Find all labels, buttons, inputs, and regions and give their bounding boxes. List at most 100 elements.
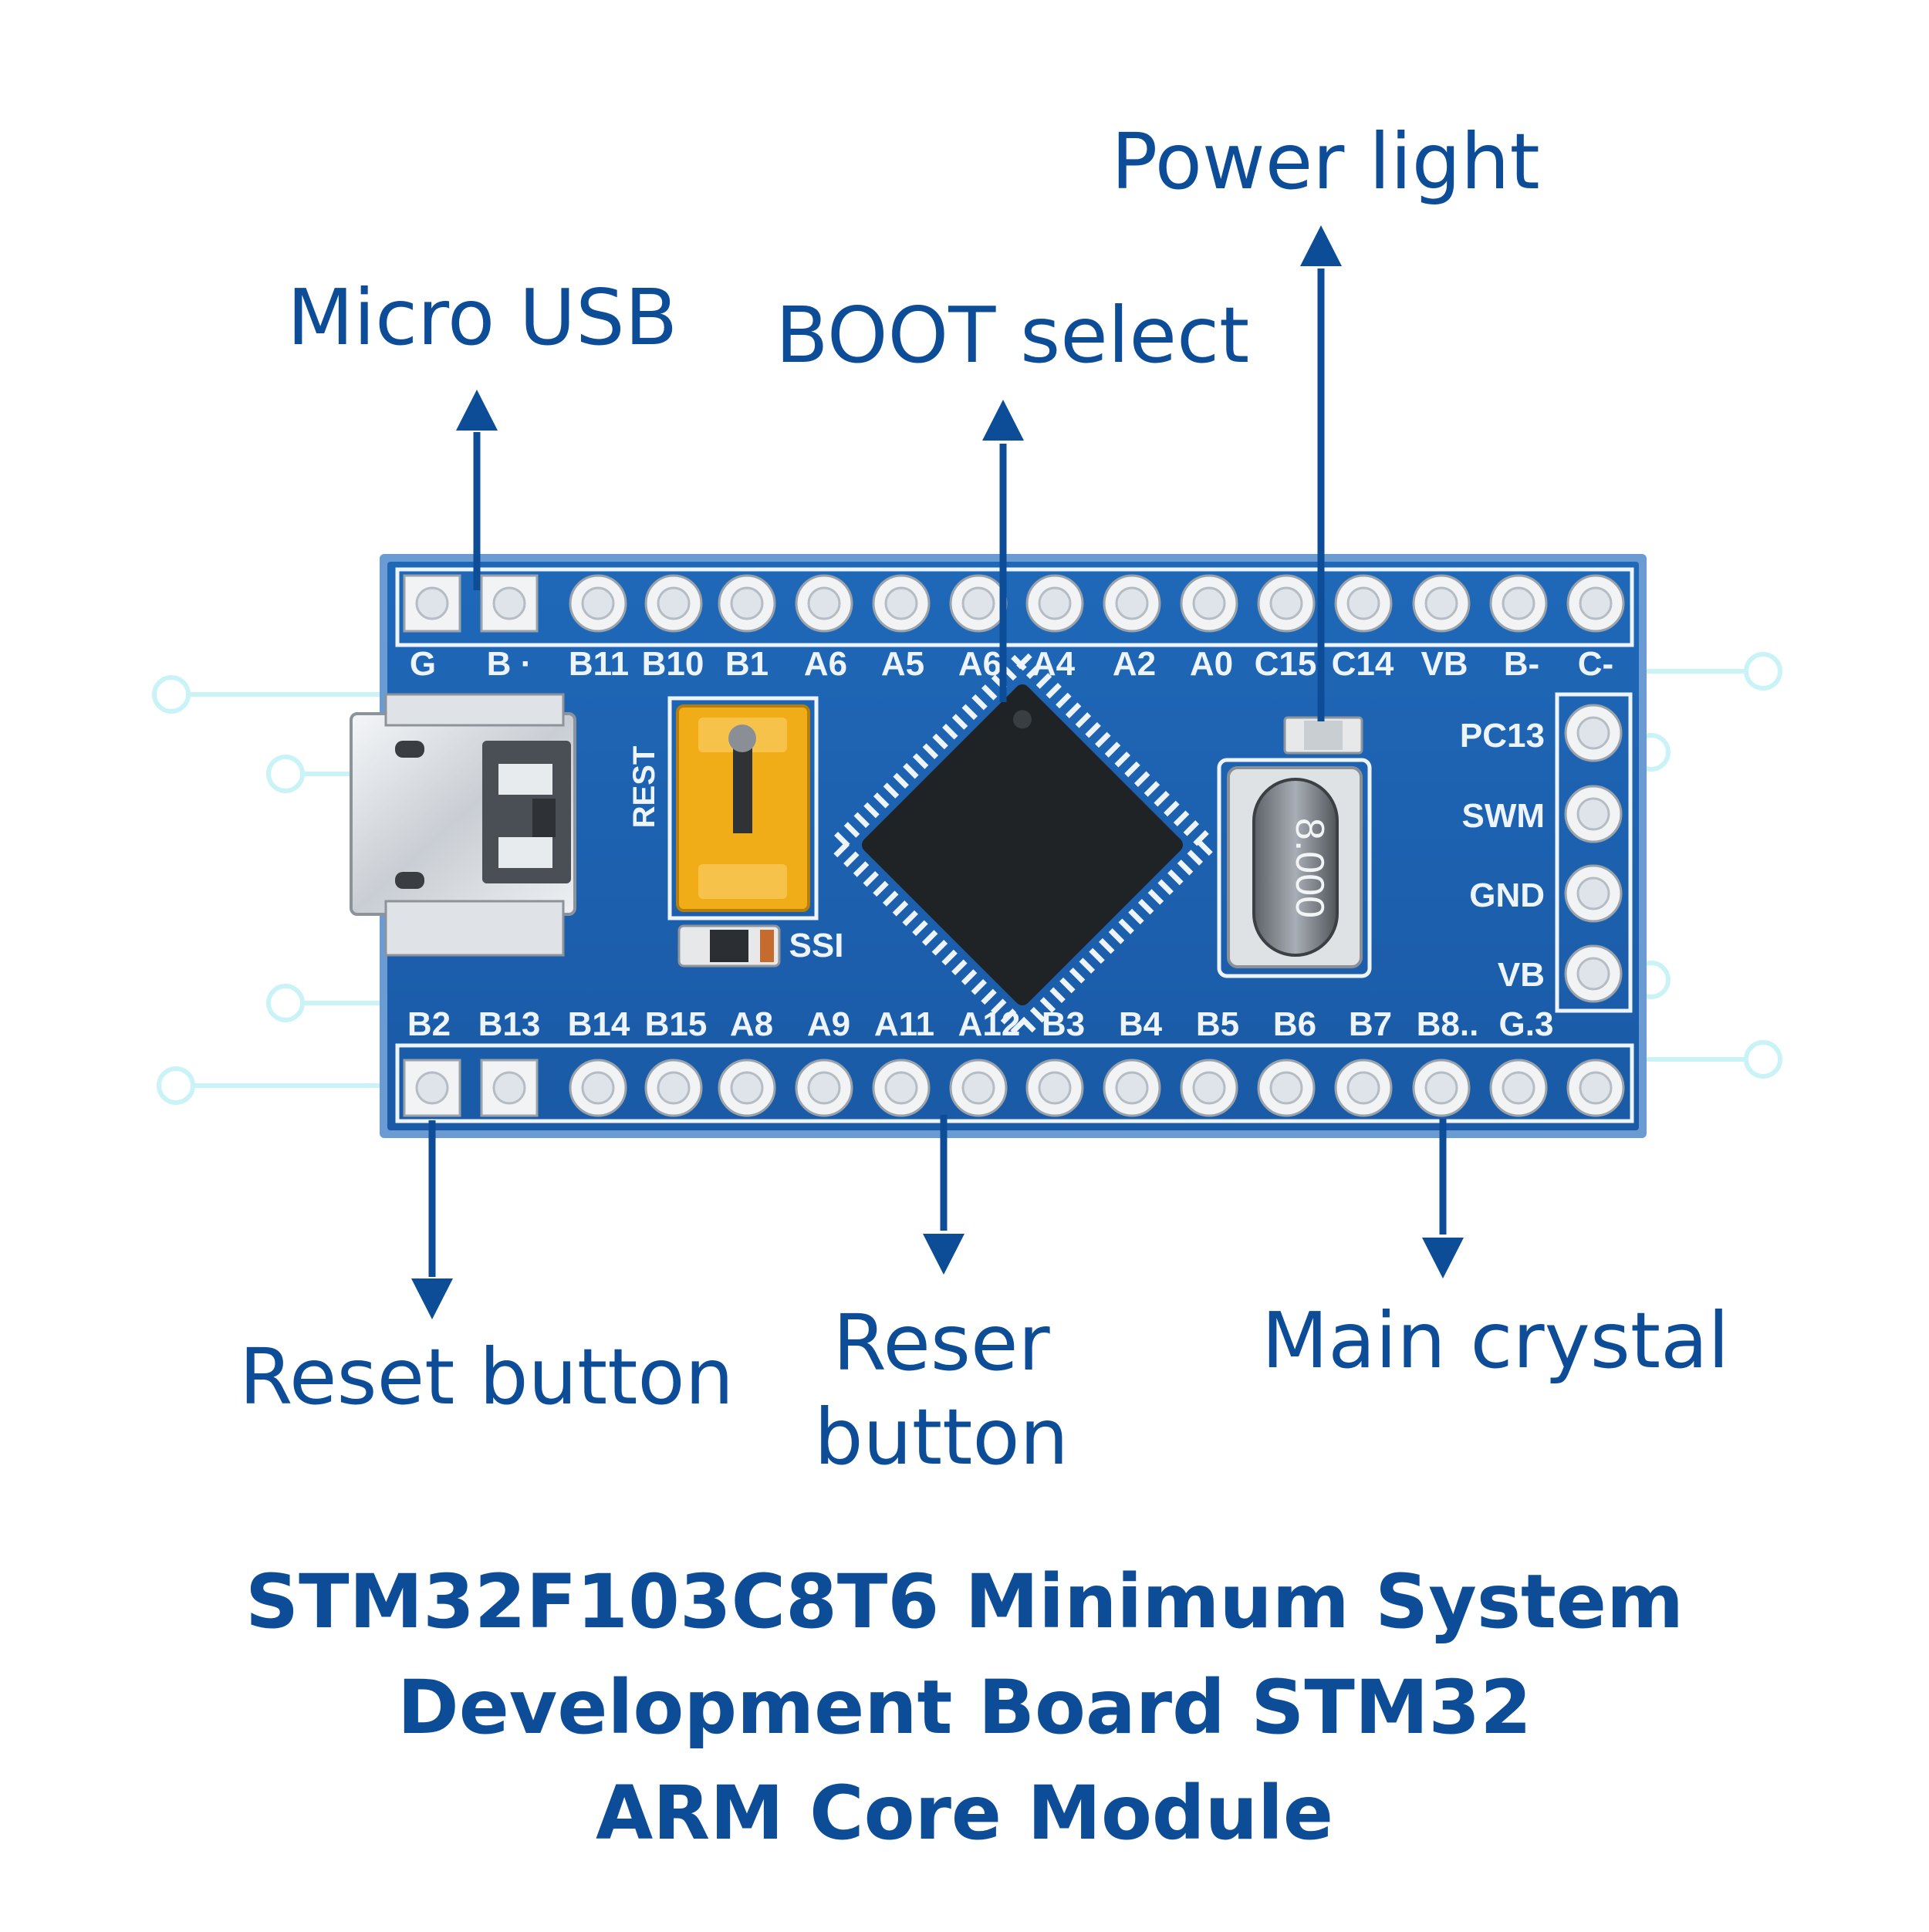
arrow-head <box>982 400 1024 441</box>
pin-label: B7 <box>1349 1005 1392 1043</box>
pin-hole <box>1192 1071 1226 1105</box>
ssi-label: SSI <box>789 927 844 964</box>
title-line-2: Development Board STM32 <box>397 1664 1532 1751</box>
crystal-marking: 8.000 <box>1287 818 1332 918</box>
pin-hole <box>1502 1071 1535 1105</box>
pin-hole <box>492 586 526 620</box>
pin-hole <box>1115 586 1149 620</box>
side-pin-labels: PC13 SWM GND VB <box>1460 717 1545 994</box>
pin-label: B2 <box>407 1005 451 1043</box>
mcu-chip <box>825 647 1220 1042</box>
pin-hole <box>1269 1071 1303 1105</box>
pin-label: A0 <box>1190 645 1233 683</box>
arrow-head <box>456 390 498 431</box>
pin-hole <box>884 1071 918 1105</box>
pin-hole <box>581 1071 615 1105</box>
main-crystal <box>1217 758 1372 978</box>
pin-hole <box>1576 876 1610 910</box>
pin-hole <box>492 1071 526 1105</box>
pin-hole <box>730 586 764 620</box>
pin-label: B11 <box>569 645 629 683</box>
arrow-head <box>1422 1238 1464 1278</box>
callout-reser-line2: button <box>814 1392 1069 1482</box>
pin-label: A2 <box>1113 645 1156 683</box>
callout-reser-line1: Reser <box>833 1298 1050 1388</box>
reset-button-switch <box>667 696 819 920</box>
pin-label: VB <box>1498 956 1545 994</box>
callout-main-crystal: Main crystal <box>1262 1295 1730 1386</box>
pin-hole <box>657 1071 691 1105</box>
pin-hole <box>1192 586 1226 620</box>
pin-label: B3 <box>1042 1005 1085 1043</box>
pin-label: PC13 <box>1460 717 1545 755</box>
pin-label: A5 <box>881 645 924 683</box>
callout-reser-button: Reser button <box>779 1296 1103 1484</box>
arrow-head <box>411 1278 453 1319</box>
pin-label: A6 <box>804 645 847 683</box>
pin-hole <box>415 1071 449 1105</box>
pin-label: B6 <box>1273 1005 1316 1043</box>
pin-hole <box>1576 797 1610 831</box>
pin-label: C- <box>1578 645 1613 683</box>
callout-power-light: Power light <box>1111 117 1540 207</box>
pin-hole <box>1424 586 1458 620</box>
rest-label: REST <box>627 746 661 829</box>
pin-label: GND <box>1469 876 1545 914</box>
pin-hole <box>1115 1071 1149 1105</box>
side-pin-pads <box>1564 704 1623 1003</box>
arrow-head <box>1300 225 1342 266</box>
micro-usb-connector <box>350 693 576 957</box>
side-header-frame <box>1555 692 1633 1013</box>
pin-label: G <box>410 645 436 683</box>
pin-hole <box>730 1071 764 1105</box>
pin-label: B1 <box>725 645 769 683</box>
pin-hole <box>1502 586 1535 620</box>
title-line-3: ARM Core Module <box>595 1770 1333 1856</box>
pin-label: B13 <box>478 1005 541 1043</box>
pin-pad <box>403 1059 461 1117</box>
top-pin-labels: G B · B11 B10 B1 A6 A5 A6 A4 A2 A0 C15 C… <box>410 645 1613 683</box>
bottom-pin-labels: B2 B13 B14 B15 A8 A9 A11 A12 B3 B4 B5 B6… <box>407 1005 1554 1043</box>
pin-label: A8 <box>730 1005 773 1043</box>
callout-boot-select: BOOT select <box>775 290 1250 380</box>
callout-reset-button: Reset button <box>239 1332 734 1422</box>
pin-hole <box>1424 1071 1458 1105</box>
callout-arrows <box>411 225 1464 1319</box>
callout-micro-usb: Micro USB <box>287 272 678 363</box>
pin-label: B10 <box>642 645 704 683</box>
pin-hole <box>961 586 995 620</box>
pin-hole <box>1576 957 1610 991</box>
pin-hole <box>415 586 449 620</box>
pin-hole <box>1038 1071 1072 1105</box>
pin-label: B- <box>1504 645 1539 683</box>
pin-hole <box>1269 586 1303 620</box>
power-led <box>1283 716 1363 755</box>
pin-hole <box>1346 586 1380 620</box>
pin-hole <box>1579 586 1613 620</box>
bottom-header-frame <box>395 1043 1634 1123</box>
pin-hole <box>961 1071 995 1105</box>
pin-hole <box>1038 586 1072 620</box>
top-pin-pads <box>403 574 1625 633</box>
pin-hole <box>1346 1071 1380 1105</box>
bottom-pin-pads <box>403 1059 1625 1117</box>
pin-label: B4 <box>1119 1005 1163 1043</box>
pin-hole <box>1579 1071 1613 1105</box>
pin-label: SWM <box>1461 797 1545 835</box>
pin-hole <box>884 586 918 620</box>
pin-label: B15 <box>645 1005 708 1043</box>
pin-label: B14 <box>568 1005 630 1043</box>
pin-hole <box>657 586 691 620</box>
pin-label: A9 <box>807 1005 850 1043</box>
pin-label: VB <box>1421 645 1468 683</box>
pin-hole <box>807 586 841 620</box>
pin-hole <box>1576 716 1610 750</box>
arrow-head <box>923 1234 964 1275</box>
pin-hole <box>807 1071 841 1105</box>
pin-label: B5 <box>1196 1005 1239 1043</box>
pin-hole <box>581 586 615 620</box>
pin-label: C15 <box>1255 645 1317 683</box>
title-line-1: STM32F103C8T6 Minimum System <box>245 1559 1684 1645</box>
